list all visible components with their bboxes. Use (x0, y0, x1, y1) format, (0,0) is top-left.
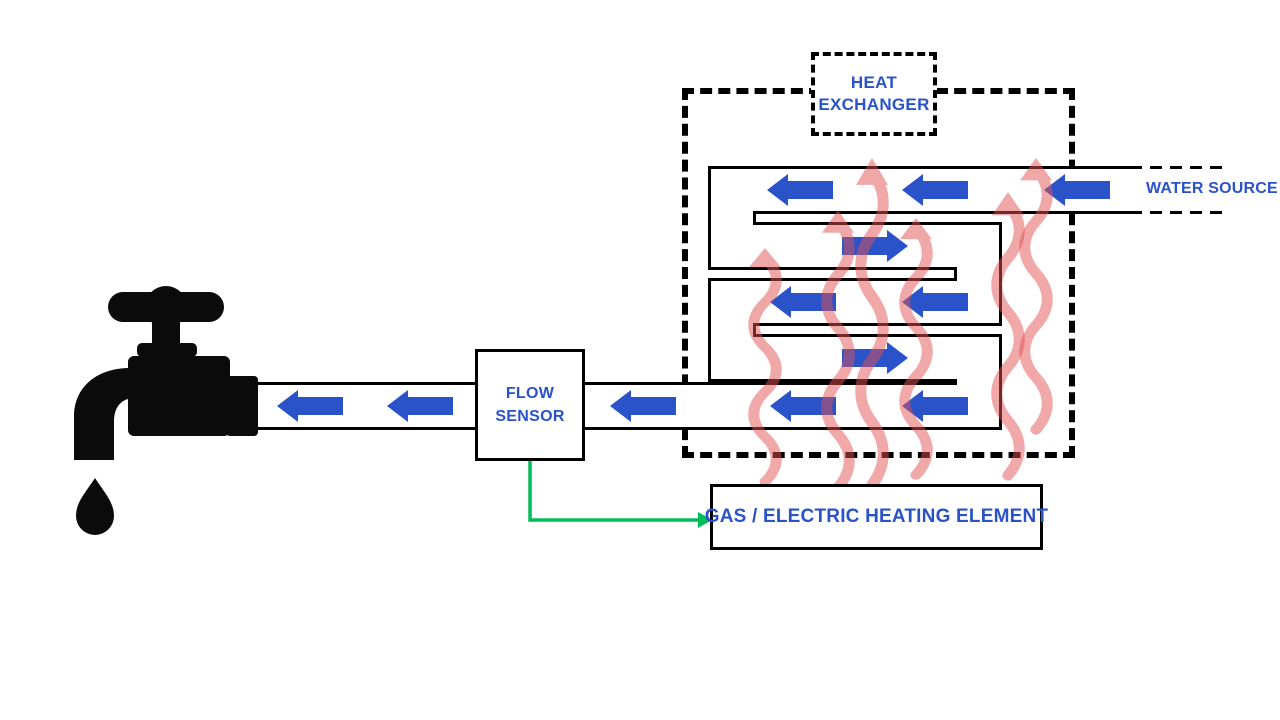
water-drop-icon (76, 478, 114, 535)
flow-sensor-label-line1: FLOW (505, 384, 555, 402)
signal-arrow-icon (528, 461, 712, 528)
heating-element-label: GAS / ELECTRIC HEATING ELEMENT (704, 506, 1049, 527)
flow-sensor-box: FLOW SENSOR (475, 349, 585, 461)
heating-element-box: GAS / ELECTRIC HEATING ELEMENT (705, 484, 1048, 550)
heat-exchanger-enclosure (682, 88, 1075, 458)
heat-exchanger-label: HEAT EXCHANGER (811, 52, 937, 136)
water-source-label-text: WATER SOURCE (1146, 180, 1278, 197)
heat-exchanger-label-line1: HEAT (850, 72, 898, 92)
water-source-label: WATER SOURCE (1146, 180, 1278, 198)
faucet-icon (74, 286, 258, 460)
heat-exchanger-label-line2: EXCHANGER (818, 95, 930, 114)
flow-sensor-label-line2: SENSOR (495, 408, 565, 425)
